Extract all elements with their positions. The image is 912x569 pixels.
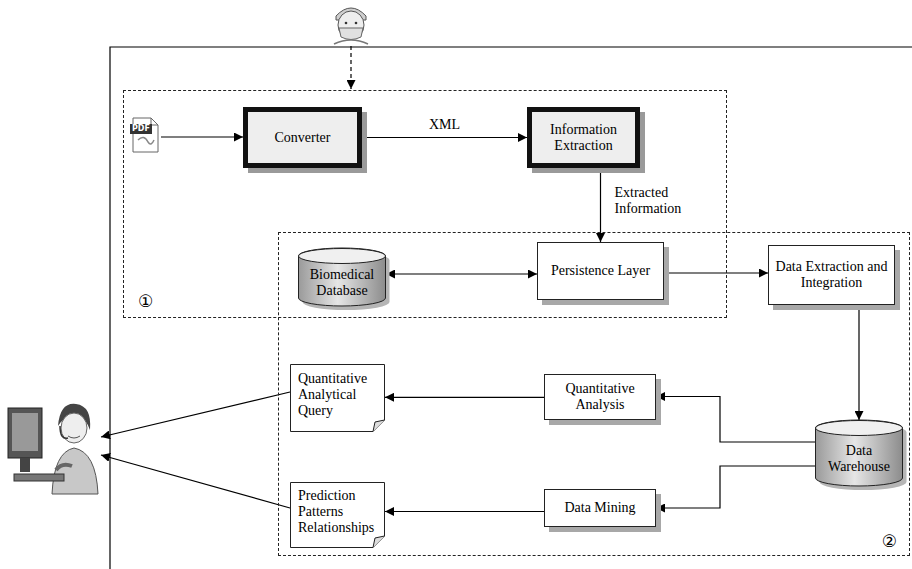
node-text-area: Prediction Patterns Relationships: [290, 482, 385, 548]
input-arrow: [161, 136, 243, 137]
document-fold: [373, 536, 385, 548]
monitor: [8, 408, 42, 458]
doctor-eye: [355, 22, 358, 25]
node-label: Data Extraction and Integration: [775, 259, 888, 291]
connector: [600, 168, 601, 242]
pdf-logo: [138, 137, 154, 144]
node-text-area: Biomedical Database: [298, 248, 386, 306]
process-box: Quantitative Analysis: [544, 374, 656, 420]
doctor-gown: [334, 40, 368, 44]
database-cylinder: Biomedical Database: [298, 248, 386, 306]
connector: [385, 397, 544, 398]
cylinder-top: [816, 421, 903, 436]
process-box: Data Mining: [544, 489, 656, 527]
document-shape: Prediction Patterns Relationships: [290, 482, 385, 548]
cylinder-body: [299, 248, 386, 306]
document-body: [291, 483, 385, 548]
body: [52, 448, 98, 494]
region-number: ②: [882, 531, 897, 551]
icon-label: PDF: [130, 124, 152, 134]
document-body: [291, 365, 385, 432]
arm: [56, 465, 72, 470]
monitor-screen: [12, 413, 38, 451]
process-box: Information Extraction: [527, 107, 640, 168]
doctor-mask: [339, 28, 363, 40]
monitor-stand: [20, 458, 30, 472]
user-input-arrow: [350, 46, 351, 89]
node-text-area: Persistence Layer: [538, 243, 663, 299]
cylinder-body: [816, 420, 903, 486]
node-label: Prediction Patterns Relationships: [298, 488, 379, 536]
node-text-area: Data Mining: [545, 490, 655, 526]
connector: [362, 137, 527, 138]
connector-label: Extracted Information: [613, 185, 707, 217]
region-number: ①: [138, 291, 153, 311]
node-label: Data Mining: [564, 500, 635, 516]
node-label: Quantitative Analysis: [551, 381, 649, 413]
pdf-fold: [151, 118, 158, 125]
node-label: Quantitative Analytical Query: [298, 371, 379, 419]
output-arrow: [101, 392, 290, 437]
node-label: Information Extraction: [538, 122, 629, 154]
keyboard: [14, 474, 64, 481]
connector: [386, 273, 537, 274]
document-shape: Quantitative Analytical Query: [290, 364, 385, 432]
connector: [656, 397, 815, 443]
headset: [60, 426, 68, 438]
node-label: Persistence Layer: [551, 263, 650, 279]
document-fold: [373, 420, 385, 432]
node-label: Biomedical Database: [304, 267, 380, 299]
connector: [858, 305, 859, 420]
connector: [656, 466, 815, 508]
connector-label: XML: [427, 117, 462, 133]
smile: [68, 436, 80, 438]
connector: [664, 272, 768, 273]
node-text-area: Data Extraction and Integration: [769, 246, 894, 304]
node-text-area: Information Extraction: [532, 112, 635, 163]
node-text-area: Quantitative Analysis: [545, 375, 655, 419]
node-text-area: Converter: [248, 112, 357, 163]
node-text-area: Quantitative Analytical Query: [290, 364, 385, 432]
node-label: Data Warehouse: [821, 443, 897, 475]
dashed-region: ②Biomedical DatabasePersistence LayerDat…: [278, 232, 910, 556]
doctor-figure: [334, 8, 368, 44]
connector: [385, 511, 544, 512]
doctor-eye: [345, 22, 348, 25]
output-arrow: [101, 455, 290, 508]
node-label: Converter: [275, 130, 331, 146]
analyst-figure: [8, 404, 98, 494]
process-box: Data Extraction and Integration: [768, 245, 895, 305]
process-box: Converter: [243, 107, 362, 168]
node-text-area: Data Warehouse: [815, 420, 903, 486]
process-box: Persistence Layer: [537, 242, 664, 300]
cylinder-top: [299, 249, 386, 264]
head: [61, 413, 87, 443]
database-cylinder: Data Warehouse: [815, 420, 903, 486]
doctor-head: [338, 11, 364, 39]
